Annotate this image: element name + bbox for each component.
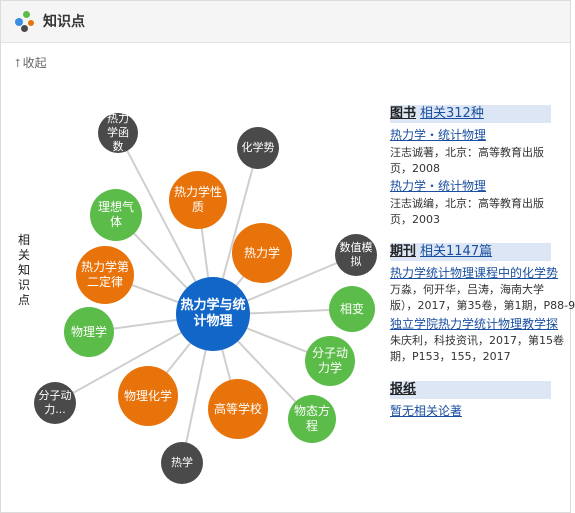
knowledge-graph: 热力学函数 化学势 理想气体 热力学性质 热力学 数值模拟 热力学第二定律 相变… (1, 91, 391, 511)
panel-header: 知识点 (1, 1, 570, 43)
journals-count[interactable]: 相关1147篇 (420, 244, 493, 259)
graph-node[interactable]: 热学 (161, 442, 203, 484)
graph-node[interactable]: 热力学函数 (98, 112, 138, 153)
graph-node[interactable]: 物理学 (64, 307, 114, 357)
graph-node[interactable]: 化学势 (237, 127, 279, 169)
graph-node[interactable]: 热力学第二定律 (76, 246, 134, 304)
graph-node[interactable]: 热力学性质 (169, 171, 227, 229)
newspapers-header[interactable]: 报纸 (390, 381, 551, 399)
book-meta: 页，2008 (390, 162, 440, 175)
panel-title: 知识点 (43, 14, 85, 30)
graph-node[interactable]: 数值模拟 (335, 234, 377, 276)
journal-link[interactable]: 独立学院热力学统计物理教学探 (390, 317, 559, 331)
collapse-label: 收起 (22, 56, 47, 70)
graph-node[interactable]: 物态方程 (288, 395, 336, 443)
arrow-up-icon: ⭡ (15, 56, 21, 70)
book-meta: 汪志诚著，北京：高等教育出版 (390, 146, 544, 159)
journals-title[interactable]: 期刊 (390, 244, 417, 259)
newspapers-title[interactable]: 报纸 (390, 382, 417, 397)
books-header[interactable]: 图书相关312种 (390, 105, 551, 123)
no-results-link[interactable]: 暂无相关论著 (390, 404, 463, 418)
journal-meta: 版），2017，第35卷，第1期，P88-9 (390, 299, 575, 312)
book-link[interactable]: 热力学・统计物理 (390, 128, 487, 142)
journal-meta: 期，P153，155，2017 (390, 350, 511, 363)
knowledge-dots-icon (15, 11, 37, 33)
related-knowledge-label: 相关知识点 (17, 233, 30, 307)
graph-node[interactable]: 相变 (329, 286, 375, 332)
books-count[interactable]: 相关312种 (420, 106, 484, 121)
book-link[interactable]: 热力学・统计物理 (390, 179, 487, 193)
journal-meta: 万淼，何开华，吕涛，海南大学 (390, 283, 544, 296)
collapse-button[interactable]: ⭡收起 (15, 55, 47, 71)
graph-center-node[interactable]: 热力学与统计物理 (176, 277, 250, 351)
books-title[interactable]: 图书 (390, 106, 417, 121)
graph-node[interactable]: 热力学 (232, 223, 292, 283)
book-meta: 汪志诚编，北京：高等教育出版 (390, 197, 544, 210)
graph-node[interactable]: 物理化学 (118, 366, 178, 426)
graph-node[interactable]: 理想气体 (90, 189, 142, 241)
graph-node[interactable]: 高等学校 (208, 379, 268, 439)
journals-header[interactable]: 期刊相关1147篇 (390, 243, 551, 261)
journal-link[interactable]: 热力学统计物理课程中的化学势 (390, 266, 559, 280)
graph-node[interactable]: 分子动力... (34, 382, 76, 424)
journal-meta: 朱庆利，科技资讯，2017，第15卷 (390, 334, 564, 347)
graph-node[interactable]: 分子动力学 (305, 336, 355, 386)
book-meta: 页，2003 (390, 213, 440, 226)
